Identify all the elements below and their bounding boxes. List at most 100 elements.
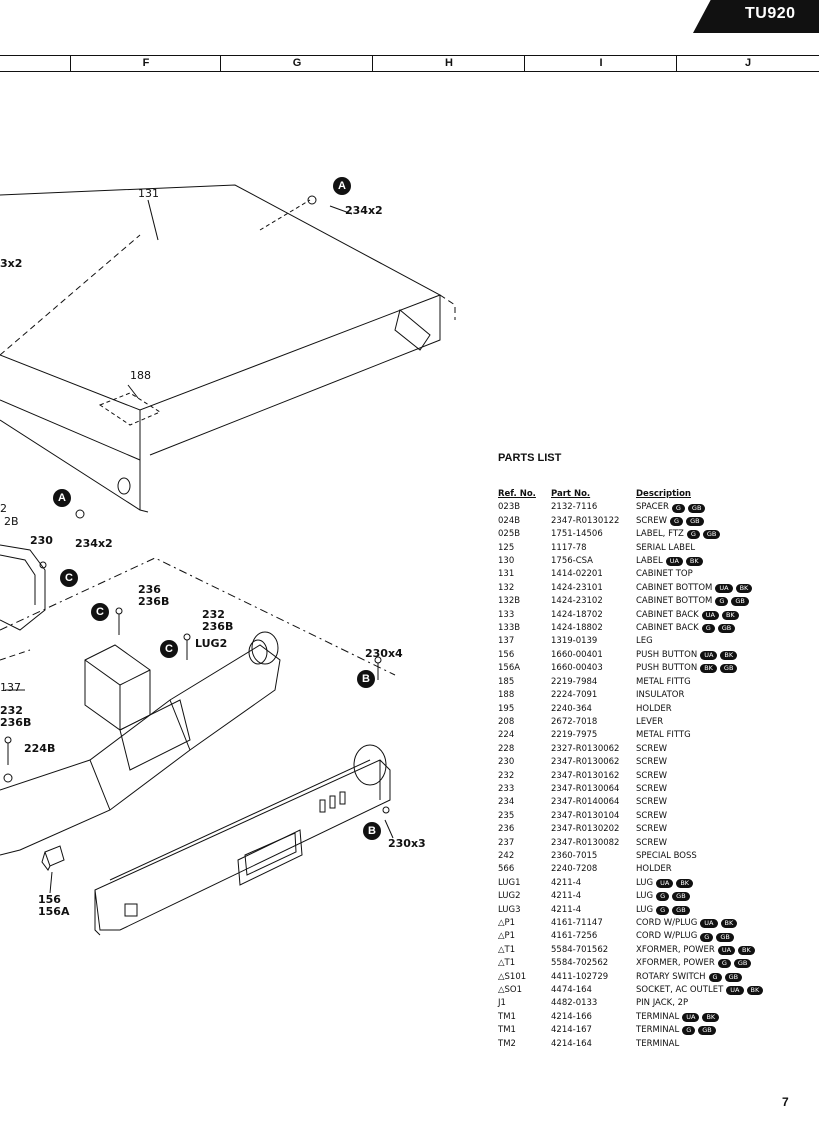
region-badge: BK: [702, 1013, 720, 1023]
ref-no: 566: [498, 864, 515, 875]
part-no: 1414-02201: [551, 569, 603, 580]
region-badge: UA: [701, 610, 719, 620]
region-badge: G: [670, 517, 684, 527]
description-cell: PIN JACK, 2P: [636, 997, 808, 1010]
ref-no: 236: [498, 824, 515, 835]
region-badge: G: [686, 530, 700, 540]
marker-c-1: C: [60, 569, 78, 587]
description: LEVER: [636, 716, 664, 727]
region-badge: UA: [665, 557, 683, 567]
callout-236: 236: [138, 583, 161, 596]
ref-no: △P1: [498, 931, 516, 942]
region-badge: GB: [686, 517, 704, 527]
callout-156a: 156A: [38, 905, 70, 918]
region-badge: G: [701, 624, 715, 634]
part-no: 5584-701562: [551, 944, 609, 955]
callout-156: 156: [38, 893, 61, 906]
description-cell: SCREW: [636, 756, 808, 769]
part-no: 2672-7018: [551, 716, 598, 727]
part-no: 4214-166: [551, 1011, 592, 1022]
ref-no: △SO1: [498, 985, 523, 996]
grid-ruler: F G H I J: [0, 55, 819, 72]
marker-b-1: B: [357, 670, 375, 688]
part-no: 1424-18802: [551, 623, 603, 634]
ref-no: 228: [498, 743, 515, 754]
ref-no: 130: [498, 556, 515, 567]
part-no: 2219-7984: [551, 676, 598, 687]
ref-no: 235: [498, 810, 515, 821]
ref-no: 132: [498, 582, 515, 593]
marker-c-3: C: [160, 640, 178, 658]
part-no: 2347-R0130202: [551, 824, 620, 835]
region-badge: GB: [733, 959, 752, 969]
region-badge: G: [682, 1026, 696, 1036]
ref-no: 242: [498, 850, 515, 861]
ref-no: △P1: [498, 918, 516, 928]
callout-236b-3: 236B: [0, 716, 32, 729]
region-badge: G: [717, 959, 731, 969]
part-no: 4161-7256: [551, 931, 598, 942]
region-badge: BK: [685, 557, 703, 567]
region-badge: BK: [676, 878, 694, 888]
region-badge: G: [671, 503, 685, 513]
description: LUG: [636, 891, 654, 902]
part-no: 2347-R0130162: [551, 770, 620, 781]
description: TERMINAL: [636, 1025, 680, 1036]
description: SCREW: [636, 757, 668, 768]
ref-no: 137: [498, 636, 515, 647]
region-badge: GB: [724, 972, 743, 982]
ref-no: 133B: [498, 623, 521, 634]
model-tab: TU920: [693, 0, 819, 33]
description: SPECIAL BOSS: [636, 850, 697, 861]
ref-no: 234: [498, 797, 515, 808]
description: XFORMER, POWER: [636, 958, 715, 969]
callout-230x3: 230x3: [388, 837, 426, 850]
region-badge: G: [715, 597, 729, 607]
region-badge: GB: [716, 932, 734, 942]
description: INSULATOR: [636, 690, 685, 701]
description-cell: METAL FITTG: [636, 729, 808, 742]
description: LUG: [636, 877, 654, 888]
part-no: 1660-00401: [551, 649, 603, 660]
part-no: 4211-4: [551, 891, 582, 902]
region-badge: BK: [700, 664, 717, 674]
description-cell: SCREW: [636, 783, 808, 796]
description-cell: SCREW: [636, 837, 808, 850]
part-no: 1660-00403: [551, 663, 603, 674]
region-badge: UA: [682, 1013, 700, 1023]
description: PIN JACK, 2P: [636, 998, 689, 1009]
ref-no: TM2: [498, 1038, 516, 1049]
ref-no: J1: [498, 998, 506, 1009]
region-badge: GB: [731, 597, 749, 607]
callout-236b: 236B: [138, 595, 170, 608]
exploded-view-diagram: 131 234x2 3x2 188 2 2B 230 234x2 236 236…: [0, 100, 490, 960]
grid-col-h: H: [372, 56, 525, 71]
description-cell: SCREW: [636, 796, 808, 809]
region-badge: GB: [719, 664, 738, 674]
